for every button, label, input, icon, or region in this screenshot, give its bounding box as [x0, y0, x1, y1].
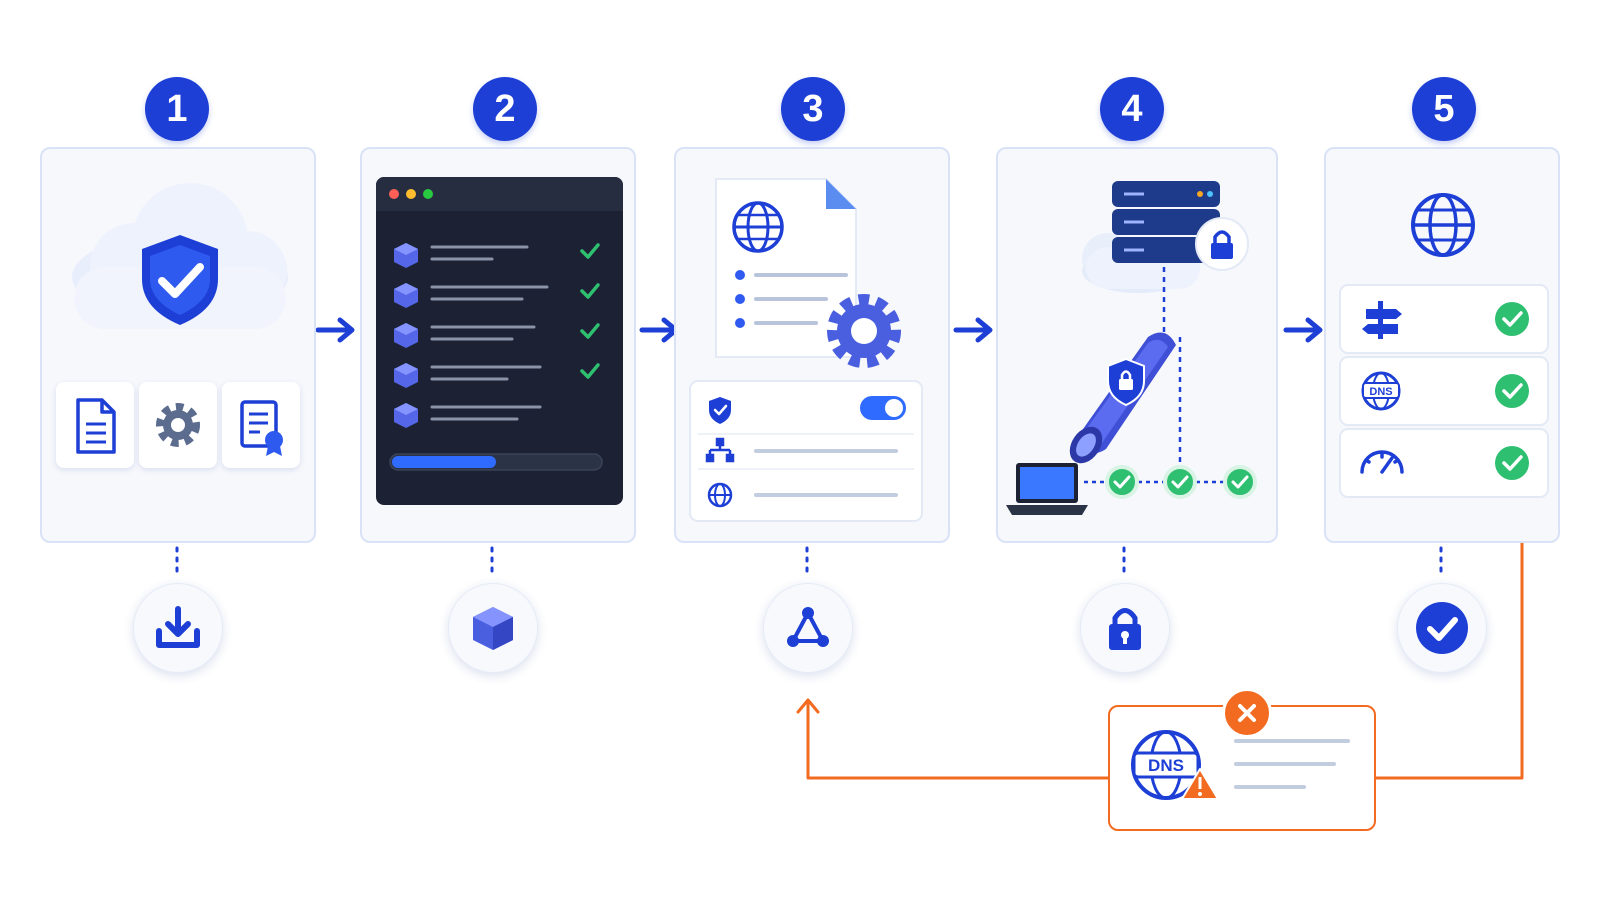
toggle-switch [860, 396, 906, 420]
download-icon [156, 606, 200, 648]
check-circle-icon [1416, 602, 1468, 654]
package-row-1 [394, 243, 600, 268]
dns-globe-icon: DNS [1361, 371, 1401, 411]
step-3-number: 3 [802, 87, 824, 130]
check-circle-icon [1495, 302, 1529, 480]
step-3-badge: 3 [781, 77, 845, 141]
step-5-number: 5 [1433, 87, 1455, 130]
certificate-icon [240, 400, 283, 456]
step-5-badge: 5 [1412, 77, 1476, 141]
svg-text:DNS: DNS [1369, 386, 1392, 398]
step-4-badge: 4 [1100, 77, 1164, 141]
dns-warning-icon: DNS [1131, 730, 1219, 800]
gear-icon [156, 403, 200, 447]
package-row-2 [394, 283, 600, 308]
svg-text:DNS: DNS [1148, 756, 1184, 775]
step-3-card [674, 147, 950, 543]
secure-node[interactable] [1080, 583, 1170, 673]
verify-node[interactable] [1397, 583, 1487, 673]
step-2-number: 2 [494, 87, 516, 130]
globe-icon [707, 482, 733, 508]
download-node[interactable] [133, 583, 223, 673]
document-icon [76, 398, 116, 454]
package-node[interactable] [448, 583, 538, 673]
speedometer-icon [1360, 450, 1404, 474]
arrow-2-3 [639, 317, 679, 343]
globe-document-icon [715, 178, 857, 358]
document-tile [56, 382, 134, 468]
arrow-1-2 [315, 317, 355, 343]
step-4-number: 4 [1121, 87, 1143, 130]
signpost-icon [1362, 301, 1402, 339]
dotted-stems [175, 546, 1443, 580]
package-row-5 [394, 403, 542, 428]
install-progress-bar [389, 453, 603, 471]
certificate-tile [222, 382, 300, 468]
step-1-badge: 1 [145, 77, 209, 141]
package-row-3 [394, 323, 600, 348]
failure-loop-line [796, 504, 1524, 780]
laptop-icon [1006, 463, 1088, 515]
terminal-window-icon [376, 177, 623, 505]
padlock-icon [1195, 217, 1249, 271]
arrow-3-4 [953, 317, 993, 343]
encrypted-tunnel-icon [1069, 332, 1176, 464]
step-2-card [360, 147, 636, 543]
sitemap-icon [705, 437, 735, 463]
gear-tile [139, 382, 217, 468]
failure-badge [1222, 688, 1272, 738]
step-5-card: DNS [1324, 147, 1560, 543]
package-row-4 [394, 363, 600, 388]
configure-node[interactable] [763, 583, 853, 673]
gear-icon [827, 294, 901, 368]
cloud-shield-check-icon [72, 183, 288, 329]
server-stack-icon [1082, 181, 1220, 293]
cube-icon [473, 607, 513, 650]
step-1-card [40, 147, 316, 543]
dns-failure-card: DNS [1108, 705, 1376, 831]
step-2-badge: 2 [473, 77, 537, 141]
arrow-4-5 [1283, 317, 1323, 343]
globe-icon [1411, 193, 1475, 257]
shield-check-icon [709, 397, 731, 424]
network-nodes-icon [787, 607, 829, 647]
close-icon [1238, 704, 1256, 722]
check-circle-icon [1105, 465, 1257, 499]
padlock-icon [1109, 608, 1141, 650]
step-4-card [996, 147, 1278, 543]
step-1-number: 1 [166, 87, 188, 130]
